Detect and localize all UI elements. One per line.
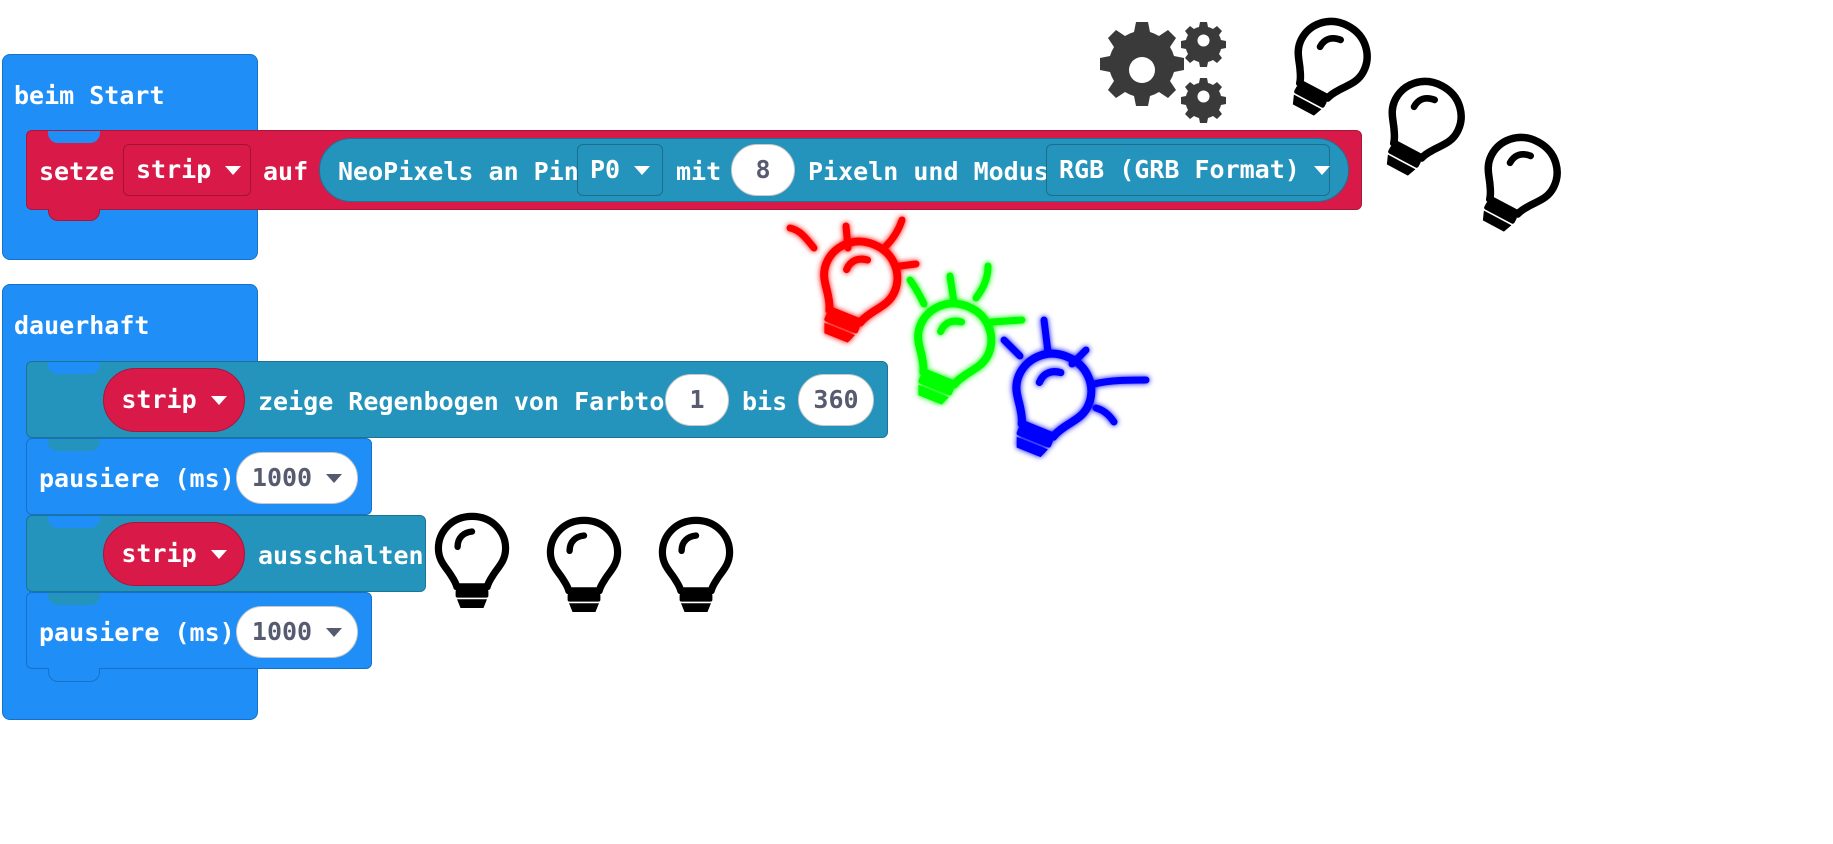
- with-label: mit: [676, 157, 722, 186]
- strip-name: strip: [121, 385, 197, 414]
- forever-label: dauerhaft: [14, 311, 150, 340]
- pause-label: pausiere (ms): [39, 618, 235, 647]
- neopixel-pin-label: NeoPixels an Pin: [338, 157, 579, 186]
- lightbulb-red-icon: [786, 216, 920, 344]
- lightbulb-icon: [656, 512, 736, 616]
- lightbulb-icon: [544, 512, 624, 616]
- block-notch: [48, 593, 100, 605]
- strip-variable-pill[interactable]: strip: [103, 368, 245, 432]
- mode-value: RGB (GRB Format): [1059, 155, 1300, 184]
- gears-icon: [1100, 22, 1226, 123]
- pause-duration-dropdown[interactable]: 1000: [236, 452, 358, 504]
- pause-label: pausiere (ms): [39, 464, 235, 493]
- block-notch: [48, 516, 100, 528]
- pixel-count-input[interactable]: 8: [731, 144, 795, 196]
- chevron-down-icon: [225, 165, 242, 175]
- strip-name: strip: [121, 539, 197, 568]
- variable-name: strip: [136, 155, 212, 184]
- to-hue-label: bis: [742, 387, 788, 416]
- set-label: setze: [39, 157, 115, 186]
- pause-duration-dropdown[interactable]: 1000: [236, 606, 358, 658]
- hue-start-input[interactable]: 1: [665, 374, 729, 426]
- pixel-count-value: 8: [755, 155, 771, 184]
- lightbulb-green-icon: [900, 262, 1026, 402]
- block-notch: [48, 439, 100, 451]
- block-notch: [48, 362, 100, 374]
- mode-dropdown[interactable]: RGB (GRB Format): [1046, 144, 1330, 196]
- chevron-down-icon: [326, 627, 343, 637]
- chevron-down-icon: [326, 473, 343, 483]
- chevron-down-icon: [210, 549, 227, 559]
- block-notch: [48, 131, 100, 143]
- hue-end-value: 360: [813, 385, 859, 414]
- pause-duration-value: 1000: [251, 463, 313, 492]
- variable-dropdown-strip[interactable]: strip: [123, 144, 251, 196]
- on-start-label: beim Start: [14, 81, 165, 110]
- pin-value: P0: [590, 155, 621, 184]
- hue-end-input[interactable]: 360: [798, 374, 874, 426]
- block-tab: [48, 209, 100, 221]
- strip-variable-pill[interactable]: strip: [103, 522, 245, 586]
- lightbulb-blue-icon: [1000, 316, 1150, 462]
- clear-label: ausschalten: [258, 541, 424, 570]
- to-label: auf: [263, 157, 309, 186]
- chevron-down-icon: [210, 395, 227, 405]
- lightbulb-icon: [432, 508, 512, 612]
- pin-dropdown[interactable]: P0: [577, 144, 663, 196]
- block-tab: [48, 668, 100, 682]
- chevron-down-icon: [1313, 165, 1330, 175]
- lightbulb-icon: [1472, 130, 1562, 234]
- hue-start-value: 1: [689, 385, 705, 414]
- pause-duration-value: 1000: [251, 617, 313, 646]
- chevron-down-icon: [634, 165, 651, 175]
- show-rainbow-label: zeige Regenbogen von Farbton: [258, 387, 680, 416]
- lightbulb-icon: [1282, 14, 1372, 118]
- mode-label: Pixeln und Modus: [808, 157, 1049, 186]
- lightbulb-icon: [1376, 74, 1466, 178]
